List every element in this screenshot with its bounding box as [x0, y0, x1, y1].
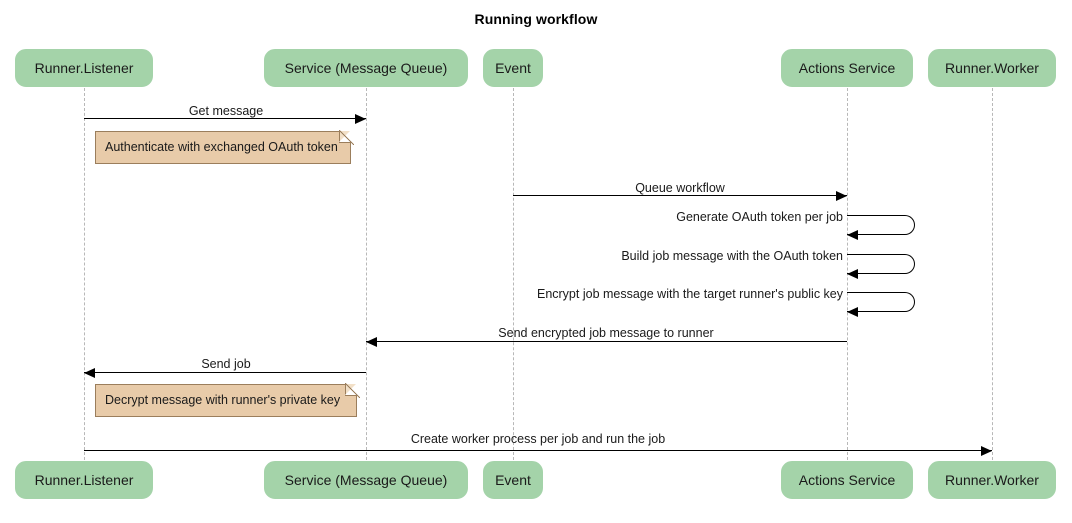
message-line-create-worker-process — [84, 450, 992, 451]
participant-runner-listener-top[interactable]: Runner.Listener — [15, 49, 153, 87]
message-arrowhead-send-encrypted-job-message — [366, 337, 377, 347]
participant-label: Runner.Worker — [945, 60, 1039, 76]
self-message-loop-build-job-message — [847, 254, 915, 274]
participant-label: Actions Service — [798, 60, 896, 76]
self-message-loop-generate-oauth-token — [847, 215, 915, 235]
participant-actions-service-top[interactable]: Actions Service — [781, 49, 913, 87]
message-line-send-encrypted-job-message — [366, 341, 847, 342]
lifeline-service-mq — [366, 88, 367, 460]
message-label-send-job: Send job — [201, 357, 251, 371]
message-arrowhead-create-worker-process — [981, 446, 992, 456]
participant-event-bottom[interactable]: Event — [483, 461, 543, 499]
participant-service-mq-top[interactable]: Service (Message Queue) — [264, 49, 468, 87]
self-message-arrowhead-build-job-message — [847, 269, 858, 279]
lifeline-event — [513, 88, 514, 460]
note-fold-corner-icon — [345, 383, 360, 398]
lifeline-runner-listener — [84, 88, 85, 460]
participant-label: Runner.Listener — [34, 472, 134, 488]
self-message-arrowhead-encrypt-job-message — [847, 307, 858, 317]
self-message-label-encrypt-job-message: Encrypt job message with the target runn… — [536, 287, 843, 301]
self-message-loop-encrypt-job-message — [847, 292, 915, 312]
message-line-send-job — [84, 372, 366, 373]
self-message-label-generate-oauth-token: Generate OAuth token per job — [676, 210, 843, 224]
participant-runner-listener-bottom[interactable]: Runner.Listener — [15, 461, 153, 499]
participant-event-top[interactable]: Event — [483, 49, 543, 87]
note-text: Authenticate with exchanged OAuth token — [105, 140, 338, 154]
message-label-create-worker-process: Create worker process per job and run th… — [410, 432, 666, 446]
self-message-label-build-job-message: Build job message with the OAuth token — [621, 249, 843, 263]
lifeline-runner-worker — [992, 88, 993, 460]
participant-label: Actions Service — [798, 472, 896, 488]
participant-label: Service (Message Queue) — [284, 472, 448, 488]
participant-label: Runner.Worker — [945, 472, 1039, 488]
diagram-title: Running workflow — [474, 11, 598, 27]
message-line-queue-workflow — [513, 195, 847, 196]
note-text: Decrypt message with runner's private ke… — [105, 393, 341, 407]
participant-label: Event — [495, 472, 531, 488]
participant-runner-worker-top[interactable]: Runner.Worker — [928, 49, 1056, 87]
message-arrowhead-queue-workflow — [836, 191, 847, 201]
message-label-get-message: Get message — [188, 104, 264, 118]
self-message-arrowhead-generate-oauth-token — [847, 230, 858, 240]
participant-service-mq-bottom[interactable]: Service (Message Queue) — [264, 461, 468, 499]
message-label-queue-workflow: Queue workflow — [635, 181, 725, 195]
participant-label: Runner.Listener — [34, 60, 134, 76]
participant-label: Service (Message Queue) — [284, 60, 448, 76]
note-fold-corner-icon — [339, 130, 354, 145]
note-decrypt-note: Decrypt message with runner's private ke… — [95, 383, 360, 417]
message-arrowhead-get-message — [355, 114, 366, 124]
message-arrowhead-send-job — [84, 368, 95, 378]
note-authenticate-note: Authenticate with exchanged OAuth token — [95, 130, 354, 164]
message-label-send-encrypted-job-message: Send encrypted job message to runner — [498, 326, 714, 340]
participant-actions-service-bottom[interactable]: Actions Service — [781, 461, 913, 499]
message-line-get-message — [84, 118, 366, 119]
participant-label: Event — [495, 60, 531, 76]
participant-runner-worker-bottom[interactable]: Runner.Worker — [928, 461, 1056, 499]
